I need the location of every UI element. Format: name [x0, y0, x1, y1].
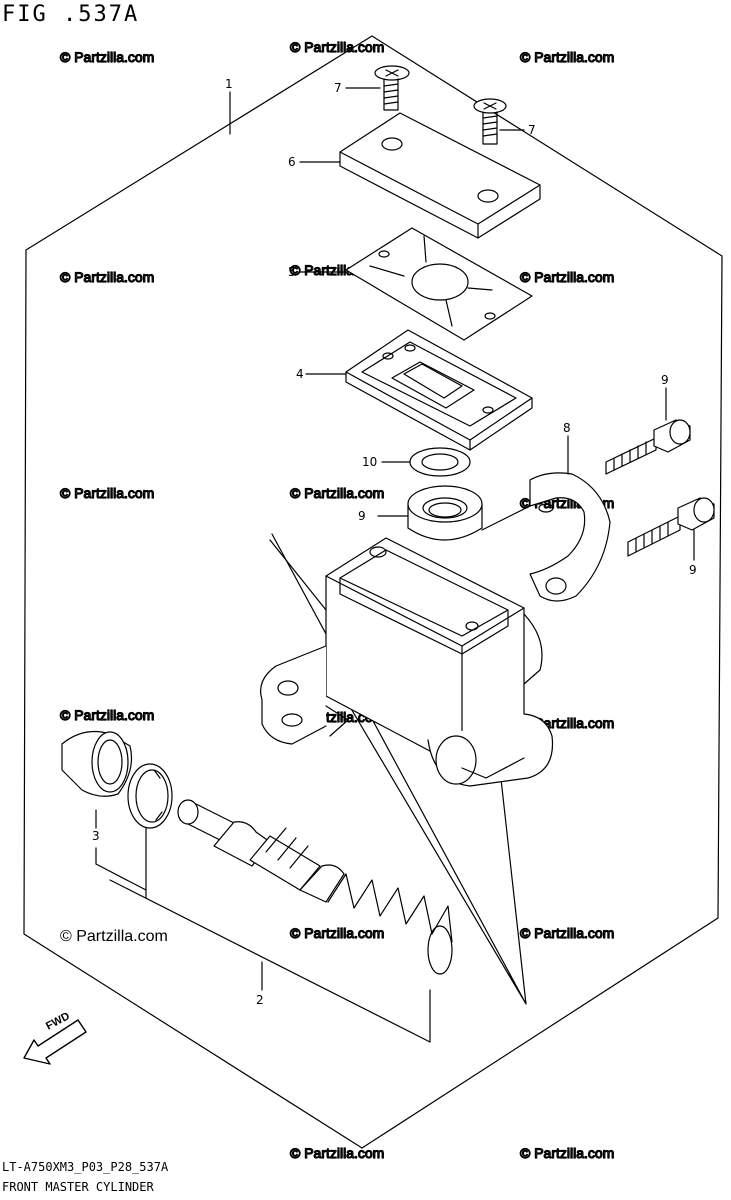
callout-10: 9	[358, 509, 366, 523]
diaphragm-4	[345, 329, 533, 451]
bolt-9-lower	[627, 497, 715, 557]
callout-7: 7	[334, 81, 342, 95]
forward-direction-arrow-icon	[23, 1019, 87, 1065]
callout-3: 3	[92, 829, 100, 843]
callout-1: 1	[225, 77, 233, 91]
callout-9: 9	[661, 373, 669, 387]
reservoir-cap-6	[339, 112, 541, 239]
watermark: © Partzilla.com	[290, 1145, 384, 1161]
clamp-holder-8	[529, 472, 611, 602]
callout-4: 4	[296, 367, 304, 381]
diagram-caption: FRONT MASTER CYLINDER	[2, 1180, 154, 1194]
master-cylinder-body	[260, 537, 554, 787]
callout-8: 8	[563, 421, 571, 435]
watermark: © Partzilla.com	[60, 707, 154, 723]
piston-assembly-2	[177, 799, 453, 975]
screw-7-left	[374, 65, 410, 111]
watermark: © Partzilla.com	[520, 269, 614, 285]
screw-7-right	[473, 98, 507, 145]
watermark: © Partzilla.com	[290, 485, 384, 501]
assembly-guide	[269, 505, 531, 611]
watermark: © Partzilla.com	[60, 49, 154, 65]
watermark: © Partzilla.com	[60, 269, 154, 285]
watermark: © Partzilla.com	[520, 925, 614, 941]
brand-logo-text: © Partzilla.com	[60, 928, 168, 945]
assembly-guide	[271, 533, 527, 1005]
watermark: © Partzilla.com	[290, 925, 384, 941]
watermark: © Partzilla.com	[520, 1145, 614, 1161]
watermark: © Partzilla.com	[60, 485, 154, 501]
callout-6: 6	[288, 155, 296, 169]
callout-5: 5	[288, 265, 296, 279]
figure-title: FIG .537A	[2, 2, 140, 27]
dust-boot-3	[61, 731, 133, 797]
circlip	[127, 763, 173, 829]
callout-2: 2	[256, 993, 264, 1007]
boot-10	[407, 485, 483, 541]
watermark: © Partzilla.com	[520, 49, 614, 65]
callout-9: 9	[689, 563, 697, 577]
assembly-outline	[23, 35, 723, 1149]
watermark: © Partzilla.com	[290, 39, 384, 55]
diaphragm-plate-5	[345, 227, 533, 341]
callout-7: 7	[528, 123, 536, 137]
model-code: LT-A750XM3_P03_P28_537A	[2, 1160, 169, 1174]
callout-11: 10	[362, 455, 377, 469]
float-ring-11	[409, 447, 471, 477]
leader-line	[109, 879, 431, 1043]
bolt-9-upper	[605, 419, 691, 475]
